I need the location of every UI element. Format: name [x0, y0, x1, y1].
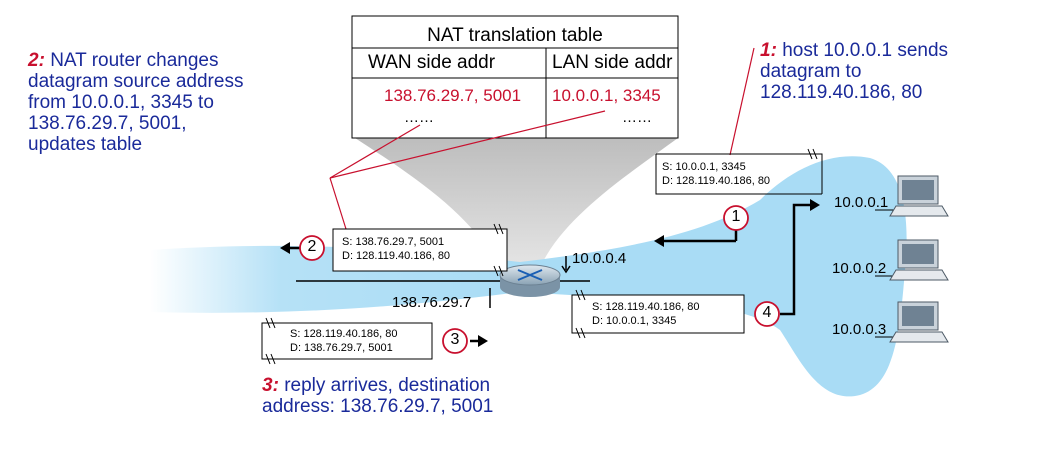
packet-4-source: S: 128.119.40.186, 80 — [592, 301, 700, 313]
callout-line-step2-c — [329, 177, 347, 230]
packet-2-source: S: 138.76.29.7, 5001 — [342, 236, 445, 248]
badge-4: 4 — [762, 304, 772, 321]
note-step2-line1: NAT router changes — [50, 50, 219, 71]
host3-address: 10.0.0.3 — [832, 321, 887, 338]
note-step3-line2: address: 138.76.29.7, 5001 — [262, 396, 494, 417]
packet-3-source: S: 128.119.40.186, 80 — [290, 328, 398, 340]
nat-table-box — [351, 15, 679, 139]
note-step1: 1: host 10.0.0.1 sends datagram to 128.1… — [760, 40, 948, 103]
note-step2-line2: datagram source address — [28, 71, 244, 92]
callout-line-step2-b — [329, 110, 606, 179]
packet-4-destination: D: 10.0.0.1, 3345 — [592, 315, 677, 327]
packet-3-graphic — [261, 317, 433, 365]
packet-1-destination: D: 128.119.40.186, 80 — [662, 175, 771, 187]
badge-4-circle — [754, 301, 780, 327]
host3-computer-icon — [889, 301, 949, 343]
nat-table-cone — [355, 138, 678, 272]
host2-address: 10.0.0.2 — [832, 260, 887, 277]
badge-2-circle — [299, 235, 325, 261]
packet-3-destination: D: 138.76.29.7, 5001 — [290, 342, 393, 354]
packet-4-graphic — [571, 289, 745, 339]
nat-row1-lan: 10.0.0.1, 3345 — [552, 86, 661, 105]
nat-row2-lan: …… — [622, 109, 652, 126]
note-step2-number: 2: — [28, 50, 45, 71]
host1-address: 10.0.0.1 — [834, 194, 889, 211]
callout-line-step2-a — [329, 124, 421, 179]
packet-1: S: 10.0.0.1, 3345 D: 128.119.40.186, 80 — [662, 160, 770, 188]
note-step3-number: 3: — [262, 375, 279, 396]
arrow-step2 — [280, 242, 300, 254]
note-step2-line5: updates table — [28, 134, 143, 155]
router-lan-tick-head — [561, 265, 571, 274]
note-step2-line4: 138.76.29.7, 5001, — [28, 113, 187, 134]
packet-4: S: 128.119.40.186, 80 D: 10.0.0.1, 3345 — [592, 300, 699, 328]
badge-2: 2 — [307, 238, 317, 255]
lan-network-blob — [520, 156, 907, 397]
nat-row2-wan: …… — [404, 109, 434, 126]
badge-1-circle — [723, 205, 749, 231]
badge-3: 3 — [450, 331, 460, 348]
note-step2-line3: from 10.0.0.1, 3345 to — [28, 92, 214, 113]
badge-1: 1 — [731, 208, 741, 225]
arrow-step3 — [470, 335, 488, 347]
nat-table-title: NAT translation table — [427, 25, 603, 46]
router-icon — [499, 264, 561, 297]
note-step1-line2: datagram to — [760, 61, 862, 82]
note-step1-line1: host 10.0.0.1 sends — [782, 40, 949, 61]
nat-col-wan-header: WAN side addr — [368, 52, 496, 73]
packet-2-graphic — [332, 223, 508, 277]
packet-2: S: 138.76.29.7, 5001 D: 128.119.40.186, … — [342, 235, 450, 263]
note-step3: 3: reply arrives, destination address: 1… — [262, 375, 493, 417]
packet-2-destination: D: 128.119.40.186, 80 — [342, 250, 451, 262]
router-lan-address: 10.0.0.4 — [572, 250, 627, 267]
router-wan-address: 138.76.29.7 — [392, 294, 472, 311]
packet-3: S: 128.119.40.186, 80 D: 138.76.29.7, 50… — [290, 327, 397, 355]
note-step1-number: 1: — [760, 40, 777, 61]
nat-col-lan-header: LAN side addr — [552, 52, 673, 73]
note-step2: 2: NAT router changes datagram source ad… — [28, 50, 243, 155]
callout-line-step1 — [729, 47, 755, 156]
packet-1-graphic — [655, 148, 823, 195]
note-step1-line3: 128.119.40.186, 80 — [760, 82, 923, 103]
packet-1-source: S: 10.0.0.1, 3345 — [662, 161, 746, 173]
arrow-step4 — [780, 199, 820, 316]
host1-computer-icon — [889, 175, 949, 217]
nat-row1-wan: 138.76.29.7, 5001 — [384, 86, 522, 105]
note-step3-line1: reply arrives, destination — [284, 375, 491, 396]
badge-3-circle — [442, 328, 468, 354]
host2-computer-icon — [889, 239, 949, 281]
